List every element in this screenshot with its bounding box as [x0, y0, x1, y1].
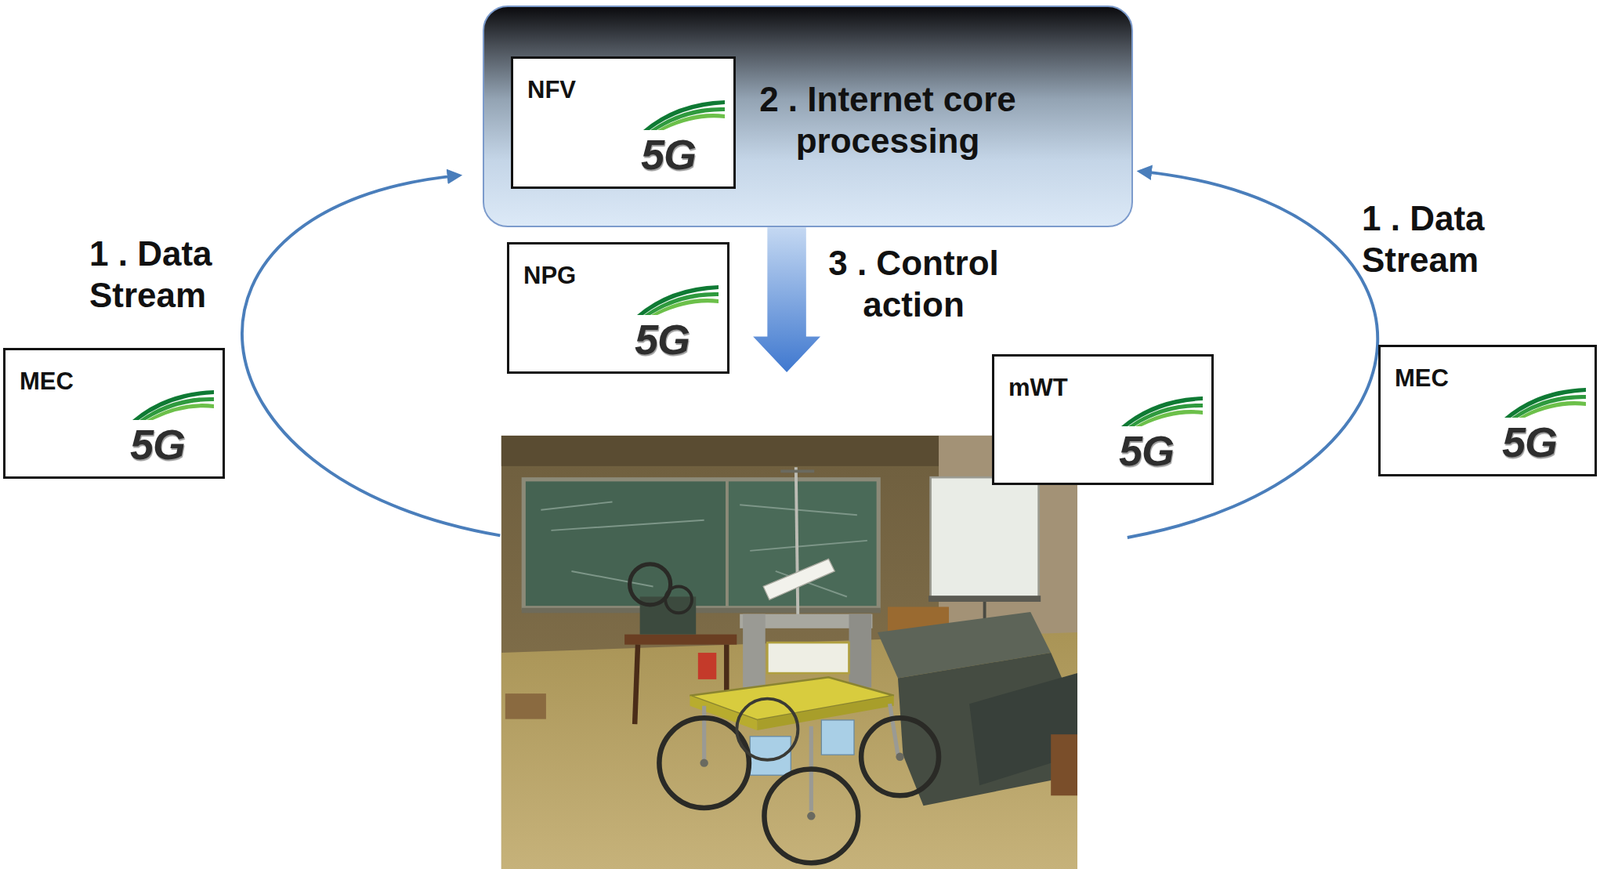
- logo-swoosh: [633, 282, 721, 317]
- control-arrow: [752, 227, 821, 373]
- logo-swoosh: [1117, 393, 1206, 428]
- function-box: NPG 5G: [506, 242, 730, 374]
- logo-text: 5G: [634, 318, 690, 361]
- logo-text: 5G: [1502, 420, 1557, 464]
- logo-text: 5G: [130, 423, 185, 466]
- box-title: mWT: [1008, 373, 1068, 402]
- box-title: MEC: [19, 367, 74, 396]
- stream-label: 1 . Data Stream: [89, 233, 239, 317]
- data-stream-arc: [242, 175, 500, 536]
- logo-text: 5G: [1118, 429, 1174, 472]
- function-box: MEC 5G: [1378, 344, 1597, 477]
- control-label: 3 . Control action: [813, 242, 1014, 326]
- logo-swoosh: [1500, 384, 1589, 420]
- logo-swoosh: [128, 387, 217, 422]
- stream-label: 1 . Data Stream: [1361, 198, 1511, 282]
- logo-swoosh: [639, 97, 728, 132]
- core-panel: NFV 5G 2 . Internet core processing: [482, 5, 1134, 228]
- function-box: NFV 5G: [510, 56, 736, 189]
- logo-text: 5G: [640, 133, 696, 176]
- box-title: NPG: [523, 261, 576, 290]
- box-title: NFV: [527, 76, 576, 105]
- function-box: MEC 5G: [3, 347, 225, 479]
- function-box: mWT 5G: [991, 354, 1214, 486]
- box-title: MEC: [1394, 364, 1449, 393]
- step-label: 2 . Internet core processing: [746, 79, 1029, 163]
- robot-photo: [501, 435, 1078, 869]
